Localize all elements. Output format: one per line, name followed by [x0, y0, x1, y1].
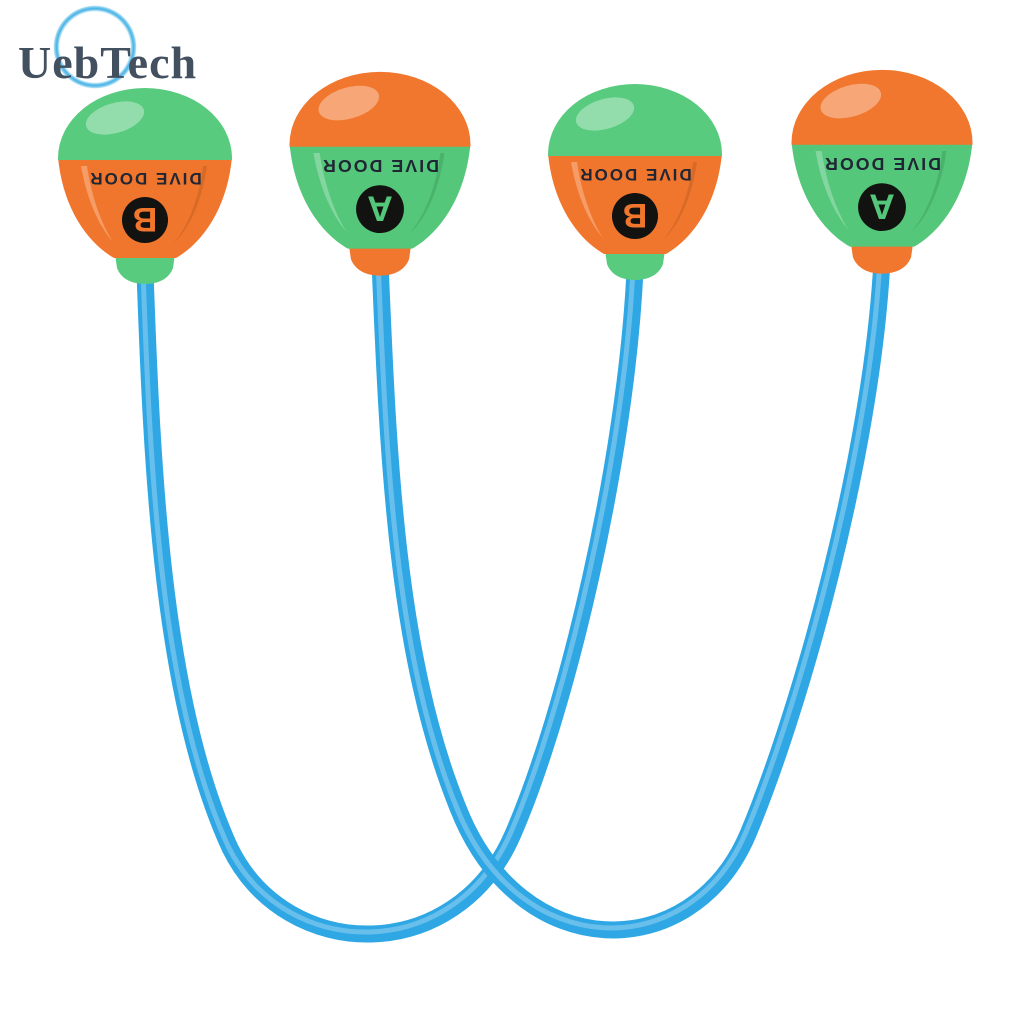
buoy-3-cap	[605, 250, 665, 280]
buoy-2-dome-highlight	[318, 85, 380, 121]
brand-name: UebTech	[18, 37, 198, 88]
buoy-4-cone-shade	[911, 150, 947, 233]
cord-right-sheen	[375, 255, 883, 931]
buoy-3-label: DIVE DOOR	[578, 165, 691, 184]
buoy-1-letter: B	[133, 200, 158, 238]
buoy-3: DIVE DOOR B	[548, 84, 722, 280]
buoy-3-cone-shade	[663, 162, 697, 240]
globe-icon	[52, 4, 138, 90]
buoy-3-badge	[612, 193, 658, 239]
buoy-2-badge	[356, 185, 404, 234]
buoy-4-cone-highlight	[815, 150, 849, 230]
buoy-2-letter: A	[367, 189, 393, 228]
buoy-1-badge	[122, 197, 168, 243]
buoy-1-dome-highlight	[85, 101, 145, 135]
buoy-4: DIVE DOOR A	[791, 69, 973, 274]
buoy-4-letter: A	[869, 187, 895, 226]
buoy-3-letter: B	[623, 196, 648, 234]
cord-right-tube	[371, 251, 891, 939]
buoy-1-dome	[58, 88, 232, 160]
buoy-2-cone-highlight	[313, 152, 347, 232]
buoy-1-cap	[115, 254, 175, 284]
buoy-2-cap	[348, 244, 412, 276]
cord-left	[136, 261, 644, 943]
buoy-4-label: DIVE DOOR	[823, 154, 941, 174]
buoy-2-cone-shade	[409, 152, 445, 235]
buoy-3-dome-highlight	[575, 97, 635, 131]
cord-left-sheen	[140, 265, 636, 935]
buoy-2-label: DIVE DOOR	[321, 156, 439, 176]
buoy-2-dome	[289, 71, 471, 147]
buoy-4-badge	[858, 183, 906, 232]
buoy-1-cone-shade	[173, 166, 207, 244]
cord-right	[371, 251, 891, 939]
buoy-2: DIVE DOOR A	[289, 71, 471, 276]
watermark-logo: UebTech	[14, 4, 244, 112]
buoy-1: DIVE DOOR B	[58, 88, 232, 284]
buoy-3-dome	[548, 84, 722, 156]
buoy-4-dome-highlight	[820, 83, 882, 119]
buoy-1-label: DIVE DOOR	[88, 169, 201, 188]
cord-left-tube	[136, 261, 644, 943]
buoy-4-cap	[850, 242, 914, 274]
buoy-1-cone-highlight	[81, 166, 113, 242]
buoy-4-dome	[791, 69, 973, 145]
buoy-3-cone-highlight	[571, 162, 603, 238]
